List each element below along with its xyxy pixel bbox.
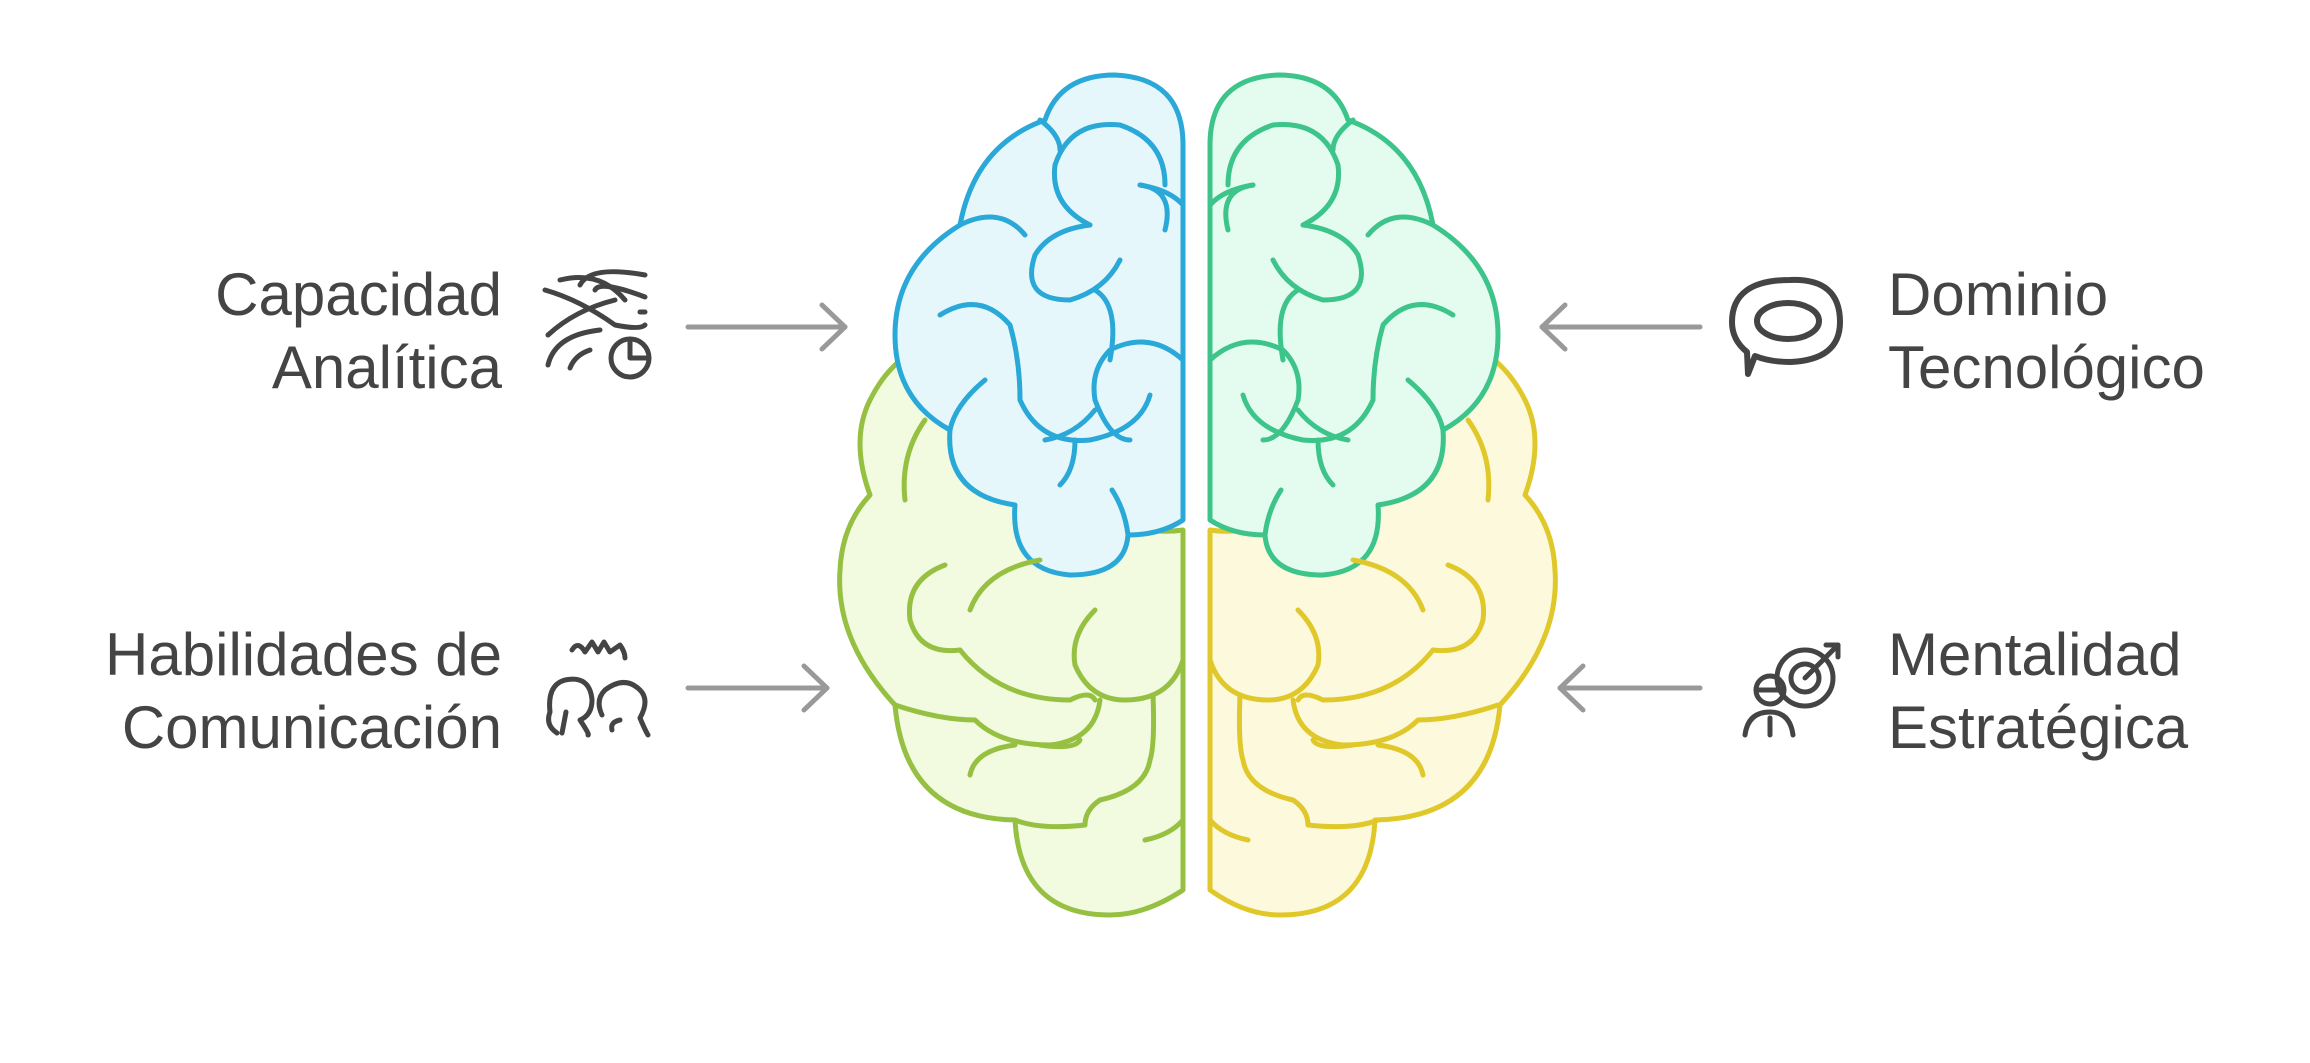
capacidad-line1: Capacidad <box>215 261 502 328</box>
habilidades-comunicacion-label: Habilidades de Comunicación <box>60 618 502 764</box>
mentalidad-line1: Mentalidad <box>1888 621 2182 688</box>
analytics-icon <box>542 269 652 380</box>
arrow-dominio <box>1539 302 1703 352</box>
brain-upper-right-lobe <box>1207 72 1501 578</box>
brain-upper-left-lobe <box>892 72 1186 578</box>
habilidades-line2: Comunicación <box>121 694 502 761</box>
habilidades-line1: Habilidades de <box>105 621 502 688</box>
speech-bubble-icon <box>1729 276 1843 377</box>
capacidad-line2: Analítica <box>271 334 502 401</box>
two-people-talking-icon <box>546 639 651 738</box>
mentalidad-estrategica-label: Mentalidad Estratégica <box>1888 618 2288 764</box>
arrow-mentalidad <box>1557 663 1703 713</box>
target-person-icon <box>1742 642 1841 738</box>
mentalidad-line2: Estratégica <box>1888 694 2189 761</box>
arrow-habilidades <box>685 663 830 713</box>
dominio-line2: Tecnológico <box>1888 334 2205 401</box>
dominio-tecnologico-label: Dominio Tecnológico <box>1888 258 2288 404</box>
capacidad-analitica-label: Capacidad Analítica <box>150 258 502 404</box>
dominio-line1: Dominio <box>1888 261 2109 328</box>
arrow-capacidad <box>685 302 848 352</box>
